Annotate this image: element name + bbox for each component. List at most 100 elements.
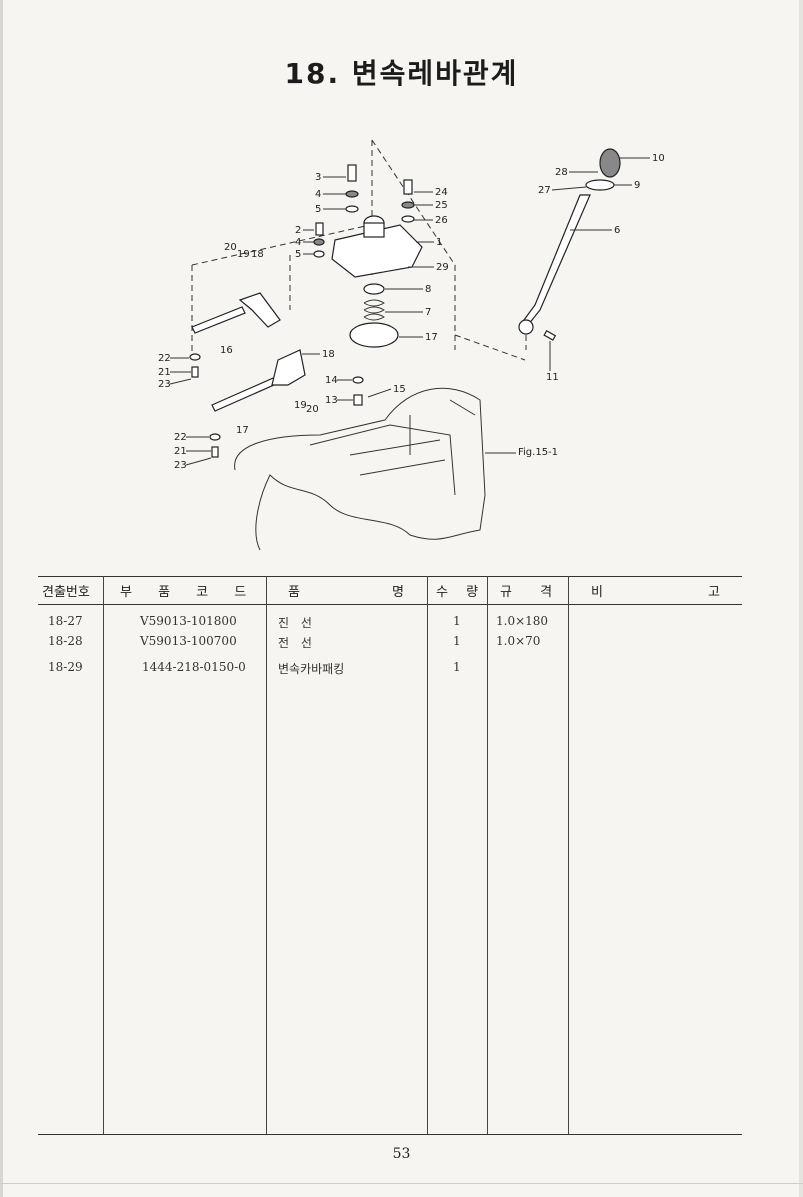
header-part-code: 부 품 코 드	[120, 585, 247, 600]
cover-boss-body	[363, 222, 385, 238]
housing-detail	[309, 399, 476, 496]
shift-rod-17	[211, 374, 284, 412]
table-bottom-rule	[38, 1134, 742, 1135]
washer-4	[345, 190, 359, 198]
callout-label: 13	[325, 395, 338, 406]
shift-rod-16	[191, 306, 246, 334]
washer-14	[352, 376, 364, 384]
cell-spec: 1.0×180	[496, 614, 549, 628]
pin-11	[543, 329, 557, 341]
callout-label: 17	[236, 425, 249, 436]
lever-boot-9	[585, 179, 615, 191]
cell-part-name: 진 선	[278, 616, 312, 630]
callout-label: 17	[425, 332, 438, 343]
parts-diagram-svg: 3 4 5 24 25 26 2 4 5 1 29 20 19 18 8	[158, 139, 665, 551]
washer-4b	[313, 238, 325, 246]
table-header-rule	[38, 604, 742, 605]
callout-label: 19	[294, 400, 307, 411]
header-quantity: 수 량	[436, 585, 479, 600]
column-divider	[568, 576, 569, 1134]
callout-label: 20	[306, 404, 319, 415]
callout-label: 18	[251, 249, 264, 260]
header-spec: 규 격	[500, 585, 553, 600]
callout-label: 11	[546, 372, 559, 383]
cell-spec: 1.0×70	[496, 634, 541, 648]
transmission-housing	[234, 387, 486, 551]
callout-label: 7	[425, 307, 431, 318]
callout-label: 22	[174, 432, 187, 443]
header-remark-a: 비	[591, 585, 603, 600]
callout-labels: 3 4 5 24 25 26 2 4 5 1 29 20 19 18 8	[158, 153, 665, 471]
bolt-2	[315, 222, 324, 236]
callout-label: 28	[555, 167, 568, 178]
spring-7	[363, 299, 385, 321]
ring-8	[363, 283, 385, 295]
parts-diagram: 3 4 5 24 25 26 2 4 5 1 29 20 19 18 8	[150, 135, 680, 555]
bolt-13	[353, 394, 363, 406]
column-divider	[487, 576, 488, 1134]
column-divider	[266, 576, 267, 1134]
cell-quantity: 1	[453, 660, 461, 674]
shift-lever-6	[523, 194, 591, 326]
cell-part-code: V59013-101800	[140, 614, 237, 628]
cell-part-code: 1444-218-0150-0	[142, 660, 246, 674]
washer-22	[189, 353, 201, 361]
callout-label: 3	[315, 172, 321, 183]
callout-label: 8	[425, 284, 431, 295]
parts-table: 견출번호 부 품 코 드 품 명 수 량 규 격 비 고 18-27 V5901…	[38, 576, 742, 1136]
column-divider	[103, 576, 104, 1134]
page-edge-left	[0, 0, 3, 1197]
washer-25	[401, 201, 415, 209]
callout-label: 22	[158, 353, 171, 364]
callout-label: 5	[295, 249, 301, 260]
guide-line-left	[191, 224, 371, 360]
callout-label: 14	[325, 375, 338, 386]
callout-label: 23	[174, 460, 187, 471]
callout-label: 6	[614, 225, 620, 236]
callout-label: 10	[652, 153, 665, 164]
bolt-24	[403, 179, 413, 195]
header-part-name-a: 품	[288, 585, 300, 600]
shift-fork-18	[238, 292, 281, 328]
callout-label: 18	[322, 349, 335, 360]
callout-label: 4	[315, 189, 321, 200]
cell-part-code: V59013-100700	[140, 634, 237, 648]
cell-part-name: 변속카바패킹	[278, 662, 345, 676]
washer-26	[401, 215, 415, 223]
shift-fork-18b	[271, 349, 306, 386]
callout-label: 2	[295, 225, 301, 236]
page-title: 18. 변속레바관계	[284, 57, 519, 90]
callout-label: 24	[435, 187, 448, 198]
callout-label: 5	[315, 204, 321, 215]
page-edge-right	[799, 0, 803, 1197]
lever-knob-10	[599, 148, 621, 178]
callout-label: 16	[220, 345, 233, 356]
callout-label: 1	[436, 237, 442, 248]
callout-label: 4	[295, 237, 301, 248]
callout-label: 9	[634, 180, 640, 191]
page-number: 53	[392, 1146, 411, 1162]
plate-17	[349, 322, 399, 348]
callout-label: 25	[435, 200, 448, 211]
page-bottom-rule	[0, 1183, 803, 1184]
callout-label: 29	[436, 262, 449, 273]
header-part-no: 견출번호	[42, 585, 90, 600]
callout-label: 20	[224, 242, 237, 253]
callout-label: 21	[158, 367, 171, 378]
washer-5	[345, 205, 359, 213]
lever-ball	[518, 319, 534, 335]
column-divider	[427, 576, 428, 1134]
cell-part-no: 18-27	[48, 614, 83, 628]
cell-part-no: 18-28	[48, 634, 83, 648]
header-remark-b: 고	[708, 585, 720, 600]
washer-5b	[313, 250, 325, 258]
callout-label: 26	[435, 215, 448, 226]
figure-reference: Fig.15-1	[518, 447, 558, 458]
header-part-name-b: 명	[392, 585, 404, 600]
cell-quantity: 1	[453, 634, 461, 648]
bolt-21	[191, 366, 199, 378]
cell-part-no: 18-29	[48, 660, 83, 674]
callout-label: 23	[158, 379, 171, 390]
table-top-rule	[38, 576, 742, 577]
bolt-3	[347, 164, 357, 182]
